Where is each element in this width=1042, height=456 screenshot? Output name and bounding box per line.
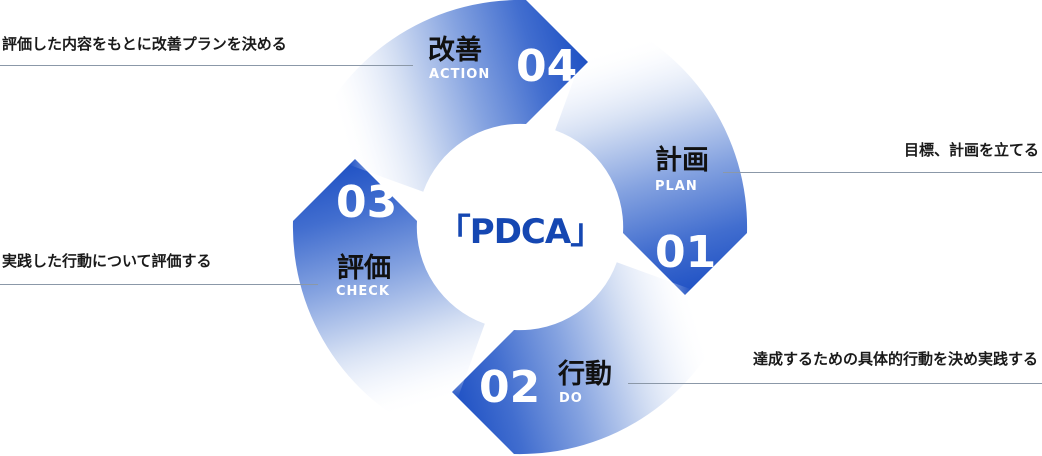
center-circle <box>429 138 611 320</box>
note-plan-line <box>723 172 1042 173</box>
segment-plan-shape <box>555 13 748 295</box>
step-plan-en-label: PLAN <box>655 179 698 194</box>
note-action-text: 評価した内容をもとに改善プランを決める <box>2 35 287 53</box>
step-do-jp-label: 行動 <box>558 359 612 390</box>
note-do-line <box>628 383 1042 384</box>
note-check-line <box>0 284 318 285</box>
note-do-text: 達成するための具体的行動を決め実践する <box>752 350 1038 368</box>
step-do-en-label: DO <box>559 391 583 406</box>
segment-action-shape <box>306 0 588 192</box>
note-plan-text: 目標、計画を立てる <box>903 141 1039 159</box>
step-action-en-label: ACTION <box>429 67 491 82</box>
segment-check-shape <box>292 159 485 441</box>
step-action-jp-label: 改善 <box>428 35 482 66</box>
note-check-text: 実践した行動について評価する <box>2 252 212 270</box>
note-action-line <box>0 65 413 66</box>
step-check-jp-label: 評価 <box>337 253 391 284</box>
step-plan-number: 01 <box>655 227 717 278</box>
segment-do-shape <box>452 262 734 455</box>
step-plan-jp-label: 計画 <box>655 145 709 176</box>
step-do-number: 02 <box>479 362 541 413</box>
step-action-number: 04 <box>516 41 578 92</box>
step-check-number: 03 <box>336 177 398 228</box>
step-check-en-label: CHECK <box>336 284 390 299</box>
pdca-title: 「PDCA」 <box>436 212 604 252</box>
